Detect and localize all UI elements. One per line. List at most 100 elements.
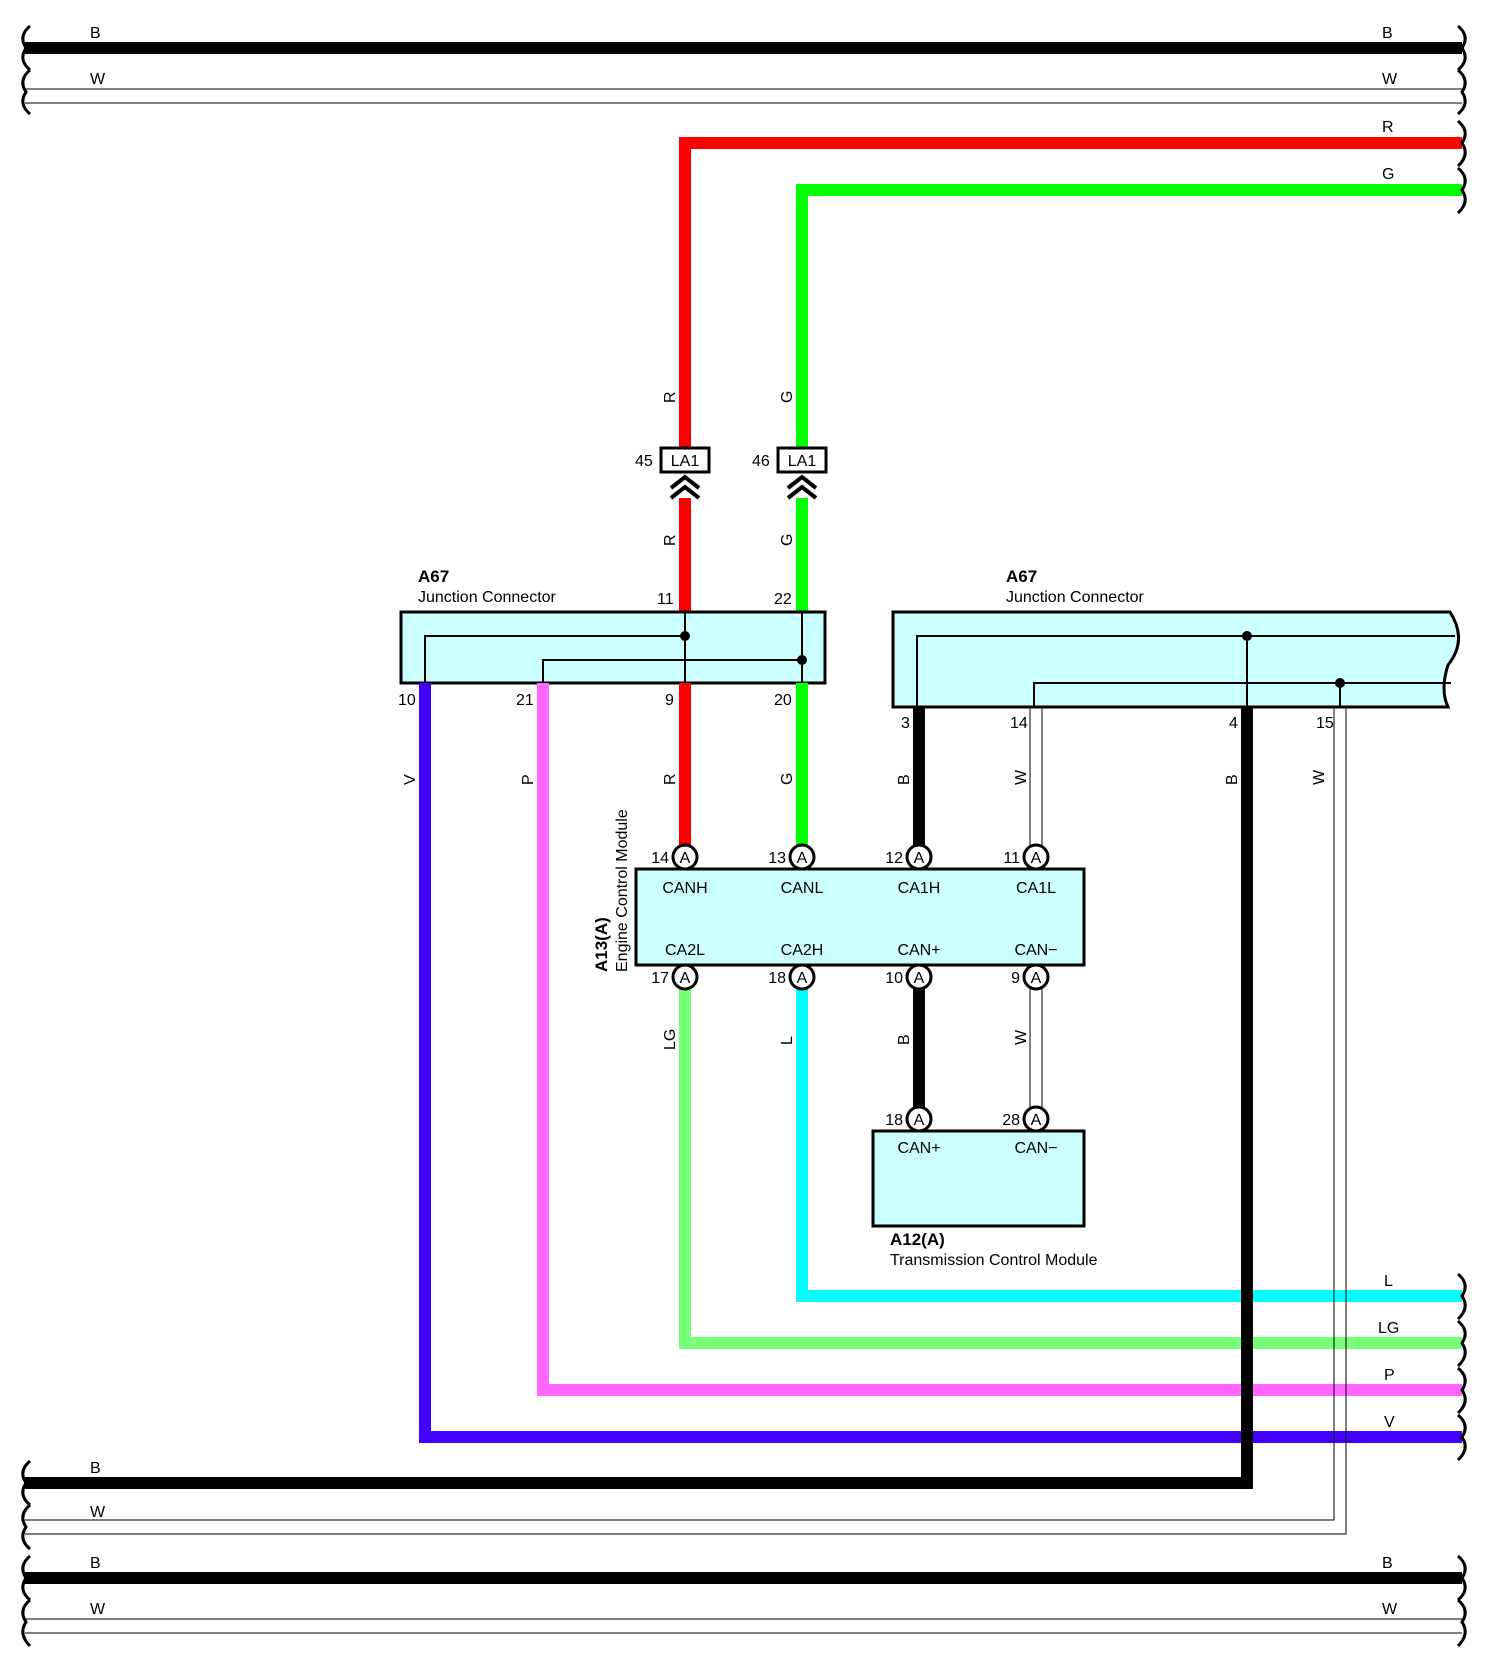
a67-right-splice-w: [1335, 678, 1345, 688]
bus-label-w3-left: W: [90, 1601, 106, 1618]
a67-right-pin-14: 14: [1010, 715, 1028, 732]
la1-connectors: LA1 45 LA1 46: [635, 446, 828, 500]
bottom-bus: B W B W: [25, 1555, 1462, 1634]
bus-label-v-right: V: [1384, 1414, 1395, 1431]
la1-left-chevron-icon: [669, 474, 701, 500]
wire-g-top: [796, 184, 1462, 463]
ecm-top-pins: A A A A 14 13 12 11 CANH CANL CA1H CA1L: [651, 843, 1056, 897]
ecm-box: [634, 867, 1086, 967]
a67-left-id: A67: [418, 567, 449, 586]
wire-label-w-a67-14: W: [1013, 769, 1030, 785]
a67-left-pin-21: 21: [516, 692, 534, 709]
ecm: A13(A) Engine Control Module A A A A 14 …: [592, 809, 1086, 991]
ecm-pin-10-letter: A: [914, 970, 925, 987]
wire-lg-long: [679, 975, 1462, 1349]
ecm-pin-18: 18: [768, 970, 786, 987]
wire-label-b-ecm-tcm: B: [896, 1034, 913, 1045]
wire-label-b-a67-3: B: [896, 774, 913, 785]
a67-right-box: [891, 610, 1460, 709]
wire-p-long: [537, 683, 1462, 1396]
la1-left-box: [659, 446, 711, 474]
break-right-p-icon: [1456, 1366, 1467, 1415]
a67-right-connector: A67 Junction Connector 3 14 4 15: [891, 567, 1460, 732]
la1-left-label: LA1: [671, 453, 700, 470]
ecm-bottom-pins: CA2L CA2H CAN+ CAN− A A A A 17 18 10 9: [651, 942, 1058, 991]
a67-right-bus-1: [916, 635, 1455, 707]
wire-b-long: [25, 707, 1253, 1489]
wire-label-lg-ecm: LG: [662, 1029, 679, 1050]
tcm-pin-18: 18: [885, 1112, 903, 1129]
a67-left-pin-22: 22: [774, 591, 792, 608]
a67-left-box: [399, 610, 827, 685]
ecm-upper-wires: R G B W: [662, 683, 1043, 845]
ecm-term-ca1l: CA1L: [1016, 880, 1056, 897]
bus-label-w-right: W: [1382, 71, 1398, 88]
ecm-pin-17-connector-icon: [671, 963, 699, 991]
ecm-term-ca2h: CA2H: [781, 942, 824, 959]
break-right-lg-icon: [1456, 1319, 1467, 1368]
bus-label-l-right: L: [1384, 1273, 1393, 1290]
wire-label-v: V: [402, 774, 419, 785]
a67-right-pin-3: 3: [901, 715, 910, 732]
ecm-pin-13-letter: A: [797, 850, 808, 867]
ecm-pin-13-connector-icon: [788, 843, 816, 871]
wire-label-g-middle: G: [779, 534, 796, 546]
bus-label-w2-left: W: [90, 1504, 106, 1521]
a67-right-splice-b: [1242, 631, 1252, 641]
tcm-name: Transmission Control Module: [890, 1252, 1098, 1269]
ecm-pin-17-letter: A: [680, 970, 691, 987]
wire-label-g-lower: G: [779, 773, 796, 785]
wire-label-l-ecm: L: [779, 1036, 796, 1045]
ecm-pin-18-letter: A: [797, 970, 808, 987]
tcm-pin-18-letter: A: [914, 1112, 925, 1129]
la1-right-chevron-icon: [786, 474, 818, 500]
ecm-pin-12-connector-icon: [905, 843, 933, 871]
long-wires: V P B W: [25, 683, 1462, 1535]
ecm-pin-14-connector-icon: [671, 843, 699, 871]
wire-label-w-ecm-tcm: W: [1013, 1029, 1030, 1045]
la1-right-box: [776, 446, 828, 474]
ecm-pin-14: 14: [651, 850, 669, 867]
break-right-l-icon: [1456, 1272, 1467, 1321]
bus-label-b-left: B: [90, 25, 101, 42]
wire-v-long: [419, 683, 1462, 1443]
ecm-pin-9: 9: [1011, 970, 1020, 987]
a67-right-pin-15: 15: [1316, 715, 1334, 732]
bus-label-w3-right: W: [1382, 1601, 1398, 1618]
a67-left-splice-g: [797, 655, 807, 665]
ecm-pin-11-letter: A: [1031, 850, 1042, 867]
bus-label-b-right: B: [1382, 25, 1393, 42]
ecm-term-can-minus: CAN−: [1014, 942, 1057, 959]
break-right-top-icon: [1456, 24, 1467, 116]
wire-w-long-edge2: [25, 707, 1347, 1535]
a67-left-pin-10: 10: [398, 692, 416, 709]
ecm-pin-14-letter: A: [680, 850, 691, 867]
ecm-tcm-wires: LG L B W: [662, 989, 1043, 1107]
bus-label-g-right: G: [1382, 166, 1394, 183]
break-right-v-icon: [1456, 1413, 1467, 1462]
tcm-term-can-plus: CAN+: [897, 1140, 940, 1157]
a67-left-pin-9: 9: [665, 692, 674, 709]
wire-label-g-upper: G: [779, 391, 796, 403]
top-bus: B W B W: [25, 25, 1462, 104]
wire-label-r-lower: R: [662, 773, 679, 785]
ecm-pin-9-letter: A: [1031, 970, 1042, 987]
ecm-id: A13(A): [592, 917, 611, 972]
ecm-term-ca2l: CA2L: [665, 942, 705, 959]
wire-label-w-a67-15: W: [1311, 769, 1328, 785]
ecm-pin-12: 12: [885, 850, 903, 867]
break-right-r-icon: [1456, 119, 1467, 168]
break-markers: [21, 24, 1467, 1648]
break-left-mid-icon: [21, 1459, 32, 1551]
wire-r-top: [679, 137, 1462, 463]
ecm-pin-11-connector-icon: [1022, 843, 1050, 871]
ecm-pin-10: 10: [885, 970, 903, 987]
wire-w-long-edge1: [25, 707, 1335, 1521]
tcm-term-can-minus: CAN−: [1014, 1140, 1057, 1157]
bus-label-r-right: R: [1382, 119, 1394, 136]
a67-left-pin-20: 20: [774, 692, 792, 709]
ecm-pin-17: 17: [651, 970, 669, 987]
wire-label-r-middle: R: [662, 534, 679, 546]
ecm-term-canh: CANH: [662, 880, 707, 897]
tcm-pin-18-connector-icon: [905, 1105, 933, 1133]
